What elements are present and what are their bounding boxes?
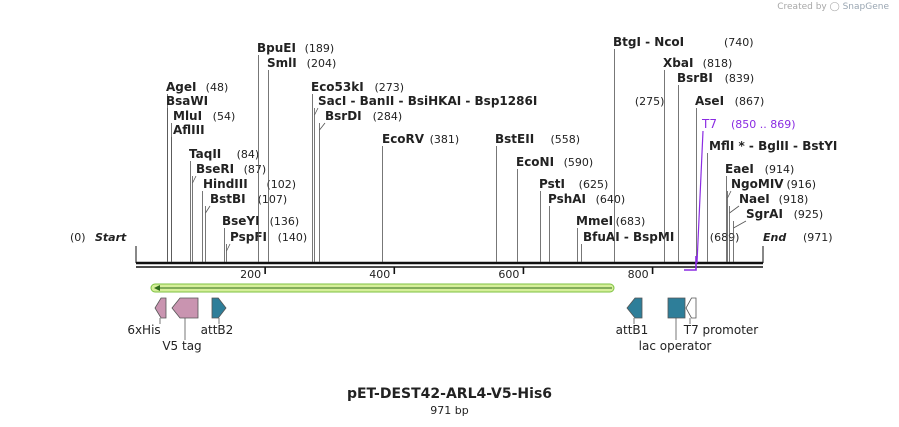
feature-label-lac-operator: lac operator	[639, 339, 712, 353]
site-label-ecorv: EcoRV	[382, 132, 425, 146]
feature-glyph-t7-promoter	[685, 297, 697, 319]
start-label: Start	[95, 231, 127, 244]
site-position: (102)	[266, 178, 296, 191]
map-size: 971 bp	[430, 404, 469, 417]
site-label-bseri: BseRI	[196, 162, 234, 176]
site-connector-bend	[205, 205, 211, 214]
site-label-bsrbi: BsrBI	[677, 71, 713, 85]
site-label-naei: NaeI	[739, 192, 770, 206]
site-position: (914)	[765, 163, 795, 176]
feature-glyph-v5-tag	[171, 297, 199, 319]
site-label-taqii: TaqII	[189, 147, 221, 161]
snapgene-credit: Created by ◯ SnapGene	[777, 2, 889, 12]
credit-brand: SnapGene	[842, 2, 889, 12]
site-label-mfli: MflI * - BglII - BstYI	[709, 139, 837, 153]
site-connector-bend	[314, 107, 319, 116]
primer-connector	[696, 130, 704, 264]
site-position: (839)	[725, 72, 755, 85]
site-label-sgrai: SgrAI	[746, 207, 783, 221]
site-position: (140)	[278, 231, 308, 244]
site-connector-bend	[733, 220, 747, 229]
site-connector-bend	[727, 190, 732, 199]
feature-glyph-attb2	[211, 297, 227, 319]
map-title: pET-DEST42-ARL4-V5-His6	[346, 386, 553, 402]
site-position: (189)	[305, 42, 335, 55]
feature-label-attb1: attB1	[616, 323, 649, 337]
site-label-bstbi: BstBI	[210, 192, 246, 206]
site-label-bfuai: BfuAI - BspMI	[583, 230, 674, 244]
site-label-asei: AseI	[695, 94, 724, 108]
site-label-mmei: MmeI	[576, 214, 613, 228]
ruler-tick-label: 200	[240, 268, 261, 281]
site-connector-bend	[192, 175, 197, 184]
site-label-econi: EcoNI	[516, 155, 554, 169]
site-label-eco53ki: Eco53kI	[311, 80, 364, 94]
site-position: (84)	[237, 148, 260, 161]
feature-label-t7-promoter: T7 promoter	[683, 323, 759, 337]
site-label-smli: SmlI	[267, 56, 297, 70]
site-position: (136)	[270, 215, 300, 228]
site-label-btgi: BtgI - NcoI	[613, 35, 684, 49]
site-position: (284)	[373, 110, 403, 123]
site-position: (558)	[551, 133, 581, 146]
site-position: (107)	[258, 193, 288, 206]
feature-label-v5-tag: V5 tag	[162, 339, 201, 353]
site-position: (689)	[710, 231, 740, 244]
site-position: (204)	[307, 57, 337, 70]
site-position: (918)	[779, 193, 809, 206]
site-position: (925)	[794, 208, 824, 221]
start-position: (0)	[70, 231, 86, 244]
credit-prefix: Created by	[777, 2, 827, 12]
primer-binding-mark	[684, 256, 697, 271]
site-connector-bend	[729, 205, 740, 214]
site-label-saci: SacI - BanII - BsiHKAI - Bsp1286I	[318, 94, 537, 108]
site-position: (916)	[787, 178, 817, 191]
primer-t7-label: T7	[701, 117, 717, 131]
site-position: (867)	[735, 95, 765, 108]
site-position: (87)	[244, 163, 267, 176]
end-label: End	[763, 231, 786, 244]
site-position: (640)	[596, 193, 626, 206]
site-label-eaei: EaeI	[725, 162, 754, 176]
site-position: (683)	[616, 215, 646, 228]
feature-label-attb2: attB2	[201, 323, 234, 337]
site-label-pshai: PshAI	[548, 192, 586, 206]
site-label-psti: PstI	[539, 177, 565, 191]
site-label-bsrdi: BsrDI	[325, 109, 362, 123]
site-label-mlui: MluI	[173, 109, 202, 123]
ruler-tick-label: 600	[498, 268, 519, 281]
site-position: (48)	[206, 81, 229, 94]
site-label-bseyi: BseYI	[222, 214, 260, 228]
feature-glyph-6xhis	[154, 297, 167, 319]
site-label-agei: AgeI	[166, 80, 196, 94]
site-label-hindiii: HindIII	[203, 177, 248, 191]
end-position: (971)	[803, 231, 833, 244]
site-label-pspfi: PspFI	[230, 230, 267, 244]
site-label-xbai: XbaI	[663, 56, 693, 70]
site-label-bpuei: BpuEI	[257, 41, 296, 55]
ruler-tick-label: 800	[628, 268, 649, 281]
site-label-bsawi: BsaWI	[166, 94, 208, 108]
site-position: (381)	[430, 133, 460, 146]
site-label-afliii: AflIII	[173, 123, 205, 137]
site-connector-bend	[226, 243, 231, 252]
site-connector-bend	[319, 122, 326, 131]
site-position: (740)	[724, 36, 754, 49]
feature-glyph-lac-operator	[667, 297, 686, 319]
site-position: (54)	[213, 110, 236, 123]
snapgene-logo-icon: ◯	[829, 2, 840, 12]
site-position: (273)	[374, 81, 404, 94]
site-position: (275)	[635, 95, 665, 108]
ruler-tick-label: 400	[369, 268, 390, 281]
feature-glyph-attb1	[626, 297, 643, 319]
site-position: (590)	[564, 156, 594, 169]
site-position: (625)	[579, 178, 609, 191]
orf-arrowhead	[154, 285, 160, 291]
site-position: (818)	[703, 57, 733, 70]
site-label-ngomiv: NgoMIV	[731, 177, 784, 191]
feature-label-6xhis: 6xHis	[127, 323, 160, 337]
site-label-bsteii: BstEII	[495, 132, 534, 146]
primer-t7-position: (850 .. 869)	[731, 118, 796, 131]
